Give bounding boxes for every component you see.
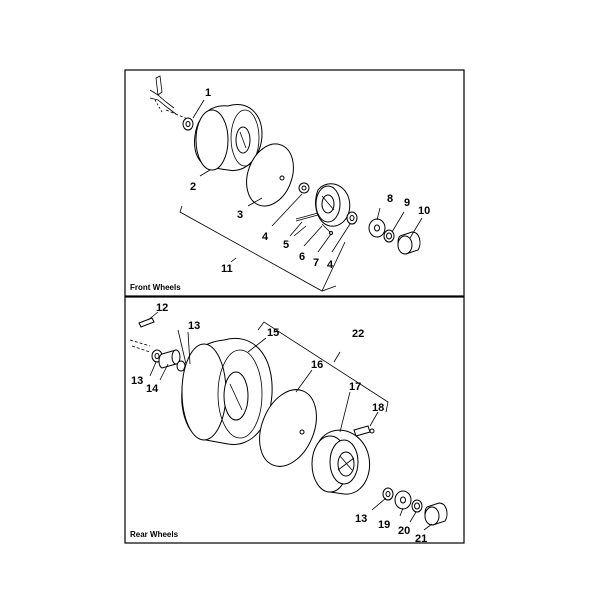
callout-6: 6	[299, 251, 305, 263]
rear-retaining-ring	[411, 499, 423, 513]
rear-flat-washer	[394, 490, 412, 510]
rear-panel-frame	[124, 296, 465, 544]
front-rim	[315, 183, 351, 227]
callout-19: 19	[378, 519, 390, 531]
callout-20: 20	[398, 525, 410, 537]
callout-15: 15	[267, 327, 279, 339]
callout-10: 10	[418, 205, 430, 217]
front-inner-tube	[246, 143, 294, 207]
front-hub-cap	[397, 231, 421, 255]
callout-8: 8	[387, 193, 393, 205]
front-axle-spindle	[149, 75, 191, 121]
callout-11: 11	[221, 263, 233, 275]
callout-13-right: 13	[355, 513, 367, 525]
callout-13-top: 13	[188, 320, 200, 332]
front-bearing-right	[346, 211, 358, 225]
rear-assembly-leader	[333, 351, 341, 363]
front-rim-bolt	[295, 212, 319, 222]
callout-18: 18	[372, 402, 384, 414]
front-bearing-left	[298, 182, 310, 194]
front-flat-washer	[368, 218, 386, 238]
front-assembly-bracket	[179, 205, 337, 292]
callout-1: 1	[205, 87, 211, 99]
callout-4-left: 4	[262, 231, 269, 243]
callout-14: 14	[146, 383, 159, 395]
rear-rim-bolt	[353, 425, 375, 437]
rear-axle-line	[129, 339, 151, 347]
callout-7: 7	[313, 257, 319, 269]
front-retaining-ring	[383, 229, 395, 243]
front-panel-title: Front Wheels	[130, 283, 181, 292]
front-assembly-bracket-right	[321, 241, 346, 292]
front-wheels-panel: Front Wheels	[124, 69, 465, 297]
rear-rim	[311, 429, 371, 495]
callout-16: 16	[311, 359, 323, 371]
callout-9: 9	[404, 197, 410, 209]
rear-washer-right	[382, 487, 394, 501]
callout-12: 12	[156, 302, 168, 314]
rear-hub-cap	[424, 502, 448, 526]
callout-4-right: 4	[327, 259, 334, 271]
callout-3: 3	[237, 209, 243, 221]
front-valve-stem	[321, 223, 333, 235]
rear-panel-title: Rear Wheels	[130, 530, 179, 539]
front-tire	[194, 104, 263, 172]
callout-5: 5	[283, 239, 289, 251]
callout-17: 17	[349, 381, 361, 393]
rear-inner-tube	[259, 389, 317, 467]
callout-22: 22	[352, 328, 364, 340]
front-washer	[182, 117, 194, 131]
rear-assembly-bracket	[257, 321, 389, 413]
rear-pin	[138, 317, 155, 328]
rear-wheels-panel: Rear Wheels	[124, 296, 465, 545]
front-assembly-leader	[230, 257, 237, 263]
callout-2: 2	[190, 181, 196, 193]
callout-13-left: 13	[131, 375, 143, 387]
rear-tire	[181, 338, 273, 445]
callout-21: 21	[415, 533, 427, 545]
rear-spacer	[158, 349, 181, 369]
front-panel-frame	[124, 69, 465, 297]
